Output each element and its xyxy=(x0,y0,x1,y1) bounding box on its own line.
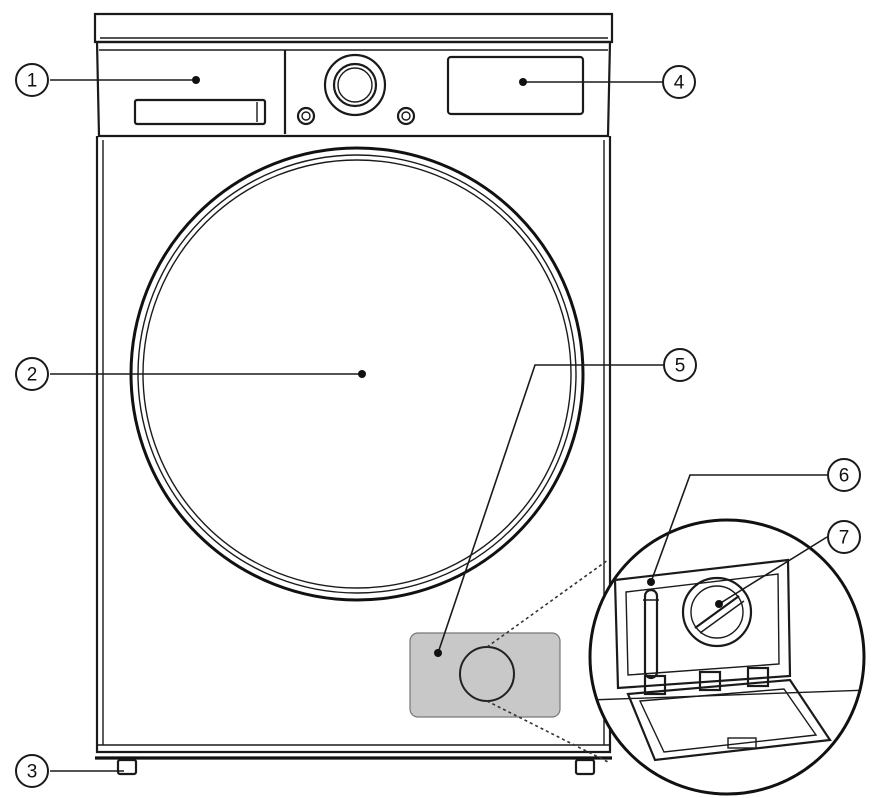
zoom-line-top xyxy=(486,559,609,648)
panel-buttons xyxy=(296,106,416,126)
callout-2: 2 xyxy=(15,357,49,391)
drain-hose xyxy=(643,588,659,680)
callout-4-label: 4 xyxy=(674,73,685,94)
callout-2-label: 2 xyxy=(27,365,38,386)
leader-lines xyxy=(50,76,828,772)
callout-5-label: 5 xyxy=(675,356,686,377)
pump-filter xyxy=(681,576,753,648)
magnified-inset xyxy=(588,518,866,796)
callout-6: 6 xyxy=(827,458,861,492)
callout-4: 4 xyxy=(662,65,696,99)
open-cover-flap xyxy=(626,678,832,762)
callout-6-label: 6 xyxy=(839,466,850,487)
callout-1-label: 1 xyxy=(27,71,38,92)
callout-3-label: 3 xyxy=(27,762,38,783)
display-panel xyxy=(446,55,585,116)
callout-7-label: 7 xyxy=(839,528,850,549)
cabinet-body xyxy=(95,136,612,754)
callout-5: 5 xyxy=(663,348,697,382)
callout-1: 1 xyxy=(15,63,49,97)
adjustable-feet xyxy=(116,758,596,776)
top-lid xyxy=(93,12,614,44)
callout-7: 7 xyxy=(827,520,861,554)
control-panel xyxy=(95,40,612,138)
zoom-line-bottom xyxy=(486,700,609,763)
filter-cover xyxy=(409,632,561,718)
dryer-cabinet xyxy=(93,12,614,760)
cover-hinges xyxy=(643,666,770,696)
dispenser-drawer xyxy=(133,98,267,126)
program-knob xyxy=(323,53,387,117)
callout-3: 3 xyxy=(15,754,49,788)
